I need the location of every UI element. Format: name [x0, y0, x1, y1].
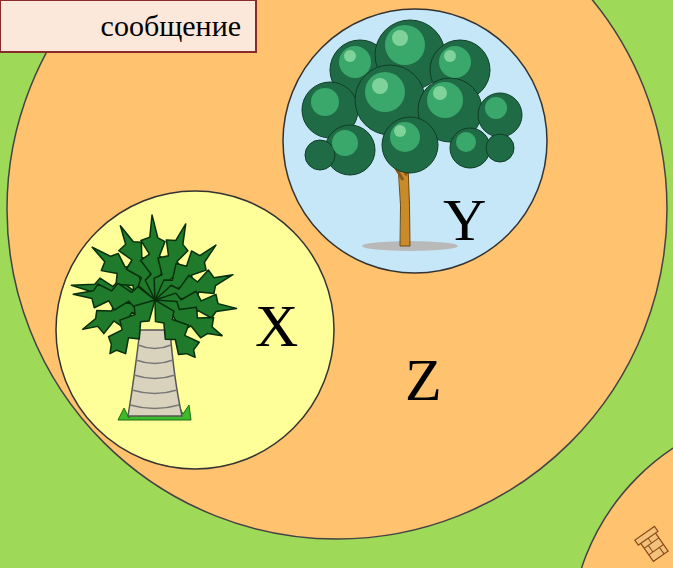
set-label: Z	[405, 350, 442, 410]
set-circle: Y	[282, 8, 548, 274]
set-circle: X	[55, 190, 335, 470]
box-text: сообщение	[101, 11, 241, 41]
set-label: X	[255, 296, 298, 356]
region-circle	[7, 0, 667, 539]
set-label: Y	[443, 190, 486, 250]
deciduous-tree	[302, 20, 522, 251]
region-circle	[283, 9, 547, 273]
chimney-icon	[635, 526, 671, 563]
set-circle: Y X Z	[6, 0, 668, 540]
region-circle	[56, 191, 334, 469]
circle-outline	[282, 8, 548, 274]
message-box: сообщение	[0, 0, 257, 53]
palm-tree	[69, 215, 238, 420]
partial-region	[570, 410, 673, 568]
